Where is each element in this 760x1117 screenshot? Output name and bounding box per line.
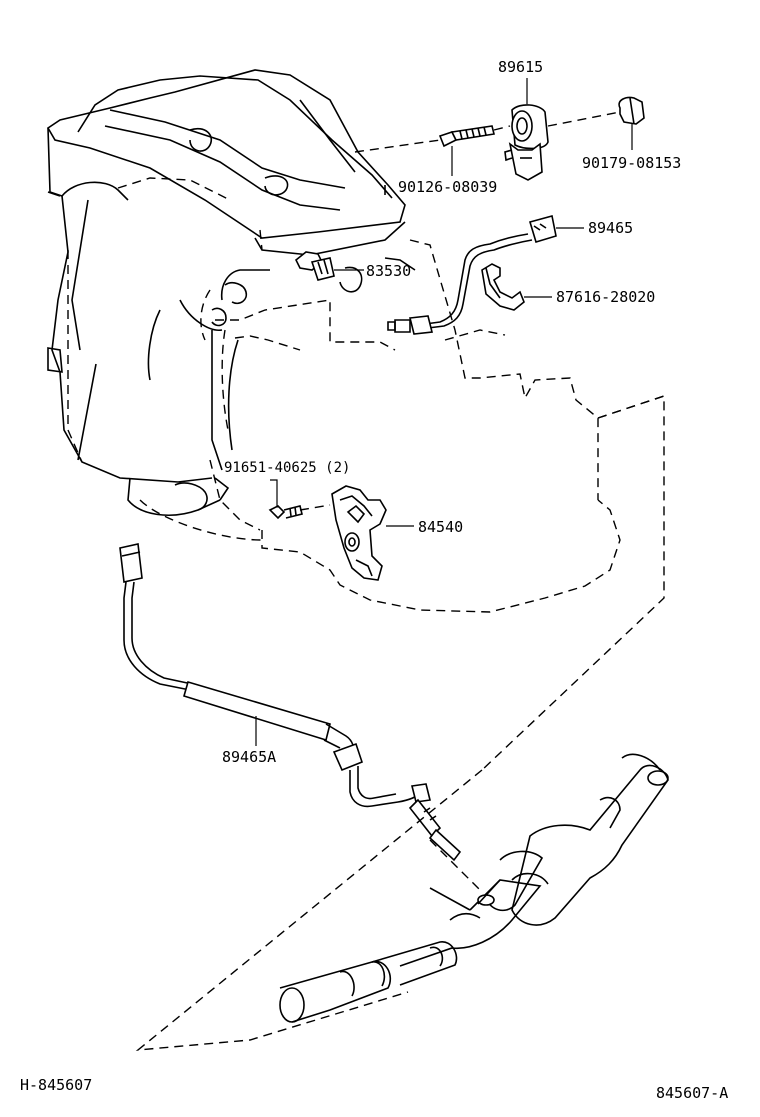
nut-90179 — [547, 96, 645, 150]
neutral-start-switch-84540 — [299, 485, 414, 581]
knock-sensor-89615 — [504, 78, 549, 181]
label-89615: 89615 — [498, 58, 543, 76]
label-84540: 84540 — [418, 518, 463, 536]
label-90179-08153: 90179-08153 — [582, 154, 681, 172]
exhaust-converter — [279, 753, 669, 1023]
footer-right-code: 845607-A — [656, 1084, 728, 1102]
stud-bolt-90126 — [438, 125, 511, 176]
label-91651-40625: 91651-40625 (2) — [224, 460, 350, 476]
label-89465a: 89465A — [222, 748, 276, 766]
engine-assembly — [46, 69, 665, 771]
oxygen-sensor-89465 — [387, 215, 584, 335]
oxygen-sensor-89465a — [119, 543, 462, 862]
footer-left-code: H-845607 — [20, 1076, 92, 1094]
oil-pressure-switch-83530 — [294, 251, 364, 281]
part-labels: 89615 90179-08153 90126-08039 89465 8353… — [20, 58, 728, 1102]
guide-lines — [135, 769, 483, 1051]
label-83530: 83530 — [366, 262, 411, 280]
label-87616-28020: 87616-28020 — [556, 288, 655, 306]
label-90126-08039: 90126-08039 — [398, 178, 497, 196]
label-89465: 89465 — [588, 219, 633, 237]
bolt-91651 — [268, 479, 303, 520]
clamp-87616 — [481, 263, 552, 311]
